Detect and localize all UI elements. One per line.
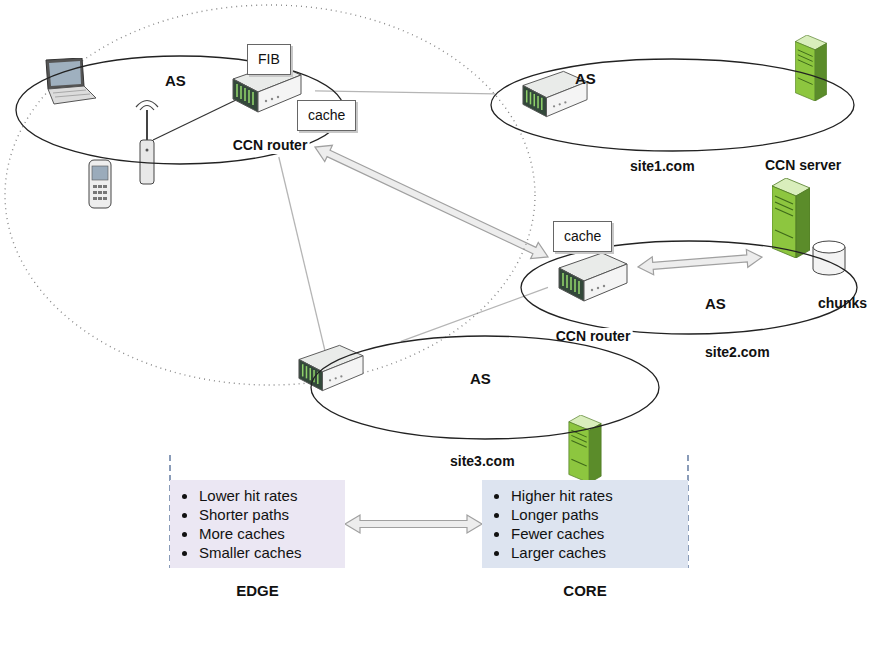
box-label: FIB <box>258 51 280 68</box>
double-arrow <box>638 249 762 274</box>
bullet-item: Longer paths <box>492 505 676 524</box>
bullet-item: Smaller caches <box>180 543 333 562</box>
double-arrow <box>345 515 482 533</box>
as-ellipse: ASsite3.com <box>310 335 660 440</box>
cache-box: cache <box>297 100 356 131</box>
cache-box: cache <box>553 221 612 252</box>
bullet-text: Larger caches <box>511 544 606 561</box>
bullet-text: Lower hit rates <box>199 487 297 504</box>
router-icon <box>299 345 363 390</box>
bullet-dot <box>182 494 187 499</box>
bullet-text: Smaller caches <box>199 544 302 561</box>
link-line <box>315 91 495 94</box>
bullet-dot <box>494 513 499 518</box>
server-icon <box>772 178 810 258</box>
box-label: cache <box>308 107 345 124</box>
router-node: CCN router <box>548 250 638 345</box>
server-icon <box>569 415 601 483</box>
bullet-item: Shorter paths <box>180 505 333 524</box>
bullet-item: Larger caches <box>492 543 676 562</box>
node-label: CCN router <box>231 137 310 154</box>
node-label: CCN router <box>554 328 633 345</box>
as-ellipse: CCN router AS <box>15 55 345 165</box>
node-label: AS <box>165 72 186 89</box>
link-line <box>401 287 548 341</box>
as-outline <box>16 56 344 164</box>
bullet-item: More caches <box>180 524 333 543</box>
node-label: CCN server <box>765 157 841 174</box>
bullet-dot <box>494 551 499 556</box>
bullet-dot <box>182 513 187 518</box>
bullet-text: More caches <box>199 525 285 542</box>
panel-caption: EDGE <box>170 582 345 599</box>
edge-region-outline <box>5 5 535 385</box>
node-label: AS <box>575 70 596 87</box>
bullet-dot <box>182 532 187 537</box>
as-outline <box>521 241 857 334</box>
node-label: AS <box>705 295 726 312</box>
wireless-link <box>153 100 236 140</box>
bullet-text: Longer paths <box>511 506 599 523</box>
site-label: chunks <box>818 295 867 312</box>
as-outline <box>520 240 858 335</box>
access-point-icon <box>136 101 158 185</box>
bullet-text: Fewer caches <box>511 525 604 542</box>
node-label: AS <box>470 370 491 387</box>
link-line <box>279 157 328 364</box>
site-label: site2.com <box>705 344 770 361</box>
bullet-item: Fewer caches <box>492 524 676 543</box>
server-icon <box>795 35 826 101</box>
as-outline <box>310 335 660 440</box>
fib-box: FIB <box>247 44 291 75</box>
site-label: site3.com <box>450 453 515 470</box>
bullet-text: Shorter paths <box>199 506 289 523</box>
as-ellipse: ASsite1.com <box>490 58 855 152</box>
double-arrow <box>315 145 548 258</box>
server-node: CCN server chunks <box>762 155 867 315</box>
as-outline <box>491 59 854 151</box>
site-label: site1.com <box>630 158 695 175</box>
bullet-dot <box>494 494 499 499</box>
bullet-dot <box>494 532 499 537</box>
router-icon <box>559 253 627 301</box>
bullet-text: Higher hit rates <box>511 487 613 504</box>
as-ellipse: CCN routerASsite2.com <box>520 240 858 335</box>
edge-panel: Lower hit ratesShorter pathsMore cachesS… <box>170 480 345 568</box>
phone-icon <box>89 160 111 208</box>
as-outline <box>311 336 659 439</box>
bullet-dot <box>182 551 187 556</box>
bullet-item: Higher hit rates <box>492 486 676 505</box>
bullet-item: Lower hit rates <box>180 486 333 505</box>
core-panel: Higher hit ratesLonger pathsFewer caches… <box>482 480 688 568</box>
panel-caption: CORE <box>482 582 688 599</box>
as-outline <box>490 58 855 152</box>
box-label: cache <box>564 228 601 245</box>
